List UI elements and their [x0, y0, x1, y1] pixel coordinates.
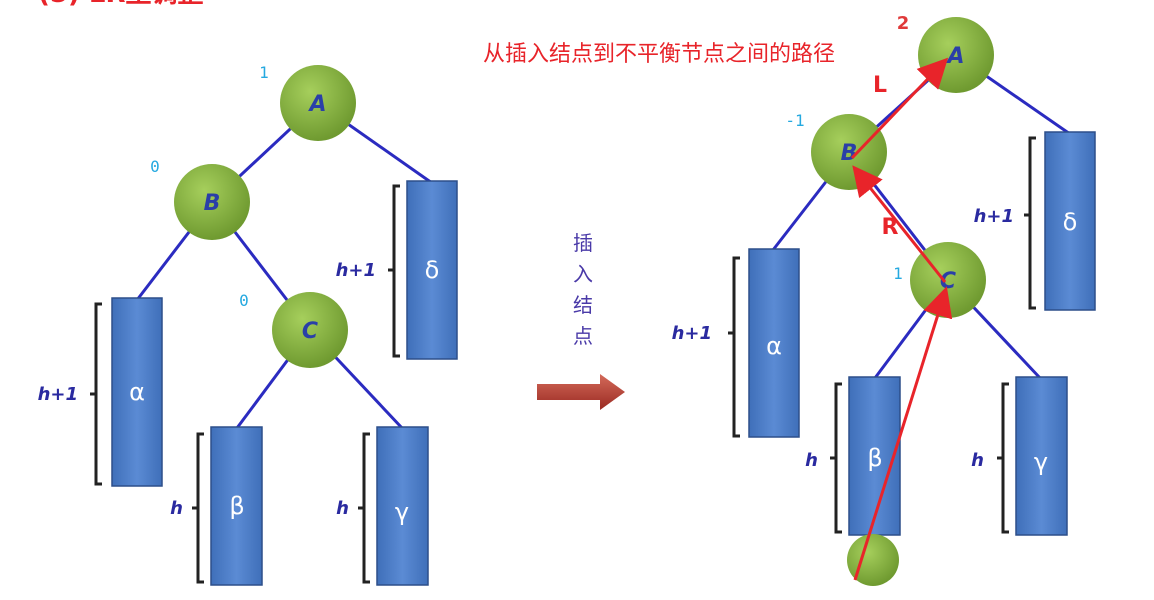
bracket-beta [192, 432, 204, 584]
bracket-gamma [358, 432, 370, 584]
r-node-a-label: A [945, 44, 964, 69]
r-node-b-label: B [841, 141, 858, 166]
insert-caption-char-4: 点 [573, 324, 593, 348]
left-tree: α β γ δ h+1 h h h+1 A 1 B 0 C 0 [38, 63, 458, 586]
subtree-gamma-box [376, 426, 429, 586]
r-node-a-balance: 2 [897, 13, 910, 34]
r-height-alpha: h+1 [672, 323, 712, 344]
insert-arrow [537, 374, 625, 410]
path-arrow-new-to-c [853, 286, 953, 581]
r-subtree-gamma-box [1015, 376, 1068, 536]
r-subtree-gamma-label: γ [1034, 448, 1048, 476]
subtree-alpha-box [111, 297, 163, 487]
insert-arrow-group: 插 入 结 点 [537, 231, 625, 410]
insert-caption-char-2: 入 [573, 262, 593, 286]
subtree-delta-box [406, 180, 458, 360]
r-bracket-beta [830, 382, 842, 534]
node-c-label: C [302, 319, 318, 344]
height-alpha: h+1 [38, 384, 78, 405]
r-bracket-delta [1024, 136, 1036, 310]
path-arrow-c-to-b [852, 165, 947, 283]
height-gamma: h [336, 498, 349, 519]
r-subtree-alpha-box [748, 248, 800, 438]
path-mark-r: R [882, 215, 899, 240]
node-b-label: B [204, 191, 221, 216]
r-subtree-beta-label: β [867, 444, 882, 472]
subtree-delta-label: δ [425, 256, 440, 284]
title-fragment: (5) LR型调整 [38, 0, 204, 9]
right-tree: α β γ δ h+1 h h h+1 A 2 B -1 C 1 L R 从 [483, 13, 1096, 586]
r-bracket-alpha [728, 256, 740, 438]
r-bracket-gamma [997, 382, 1009, 534]
node-c [272, 292, 348, 368]
r-subtree-alpha-label: α [766, 332, 782, 360]
path-note: 从插入结点到不平衡节点之间的路径 [483, 42, 835, 67]
node-a-label: A [307, 92, 326, 117]
node-b [174, 164, 250, 240]
subtree-gamma-label: γ [395, 498, 409, 526]
bracket-alpha [90, 302, 102, 486]
r-height-delta: h+1 [974, 206, 1014, 227]
bracket-delta [388, 184, 400, 358]
subtree-beta-box [210, 426, 263, 586]
height-delta: h+1 [336, 260, 376, 281]
r-height-beta: h [805, 450, 818, 471]
path-mark-l: L [873, 73, 887, 98]
r-node-b-balance: -1 [785, 111, 804, 130]
subtree-beta-label: β [229, 492, 244, 520]
r-inserted-node [847, 534, 899, 586]
r-subtree-beta-box [848, 376, 901, 536]
r-node-c-label: C [940, 269, 956, 294]
r-subtree-delta-box [1044, 131, 1096, 311]
node-a [280, 65, 356, 141]
node-a-balance: 1 [259, 63, 269, 82]
insert-caption-char-1: 插 [573, 231, 593, 255]
r-node-c-balance: 1 [893, 264, 903, 283]
r-subtree-delta-label: δ [1063, 208, 1078, 236]
height-beta: h [170, 498, 183, 519]
node-c-balance: 0 [239, 291, 249, 310]
insert-caption-char-3: 结 [573, 293, 593, 317]
subtree-alpha-label: α [129, 378, 145, 406]
path-arrow-b-to-a [850, 57, 949, 160]
r-height-gamma: h [971, 450, 984, 471]
node-b-balance: 0 [150, 157, 160, 176]
